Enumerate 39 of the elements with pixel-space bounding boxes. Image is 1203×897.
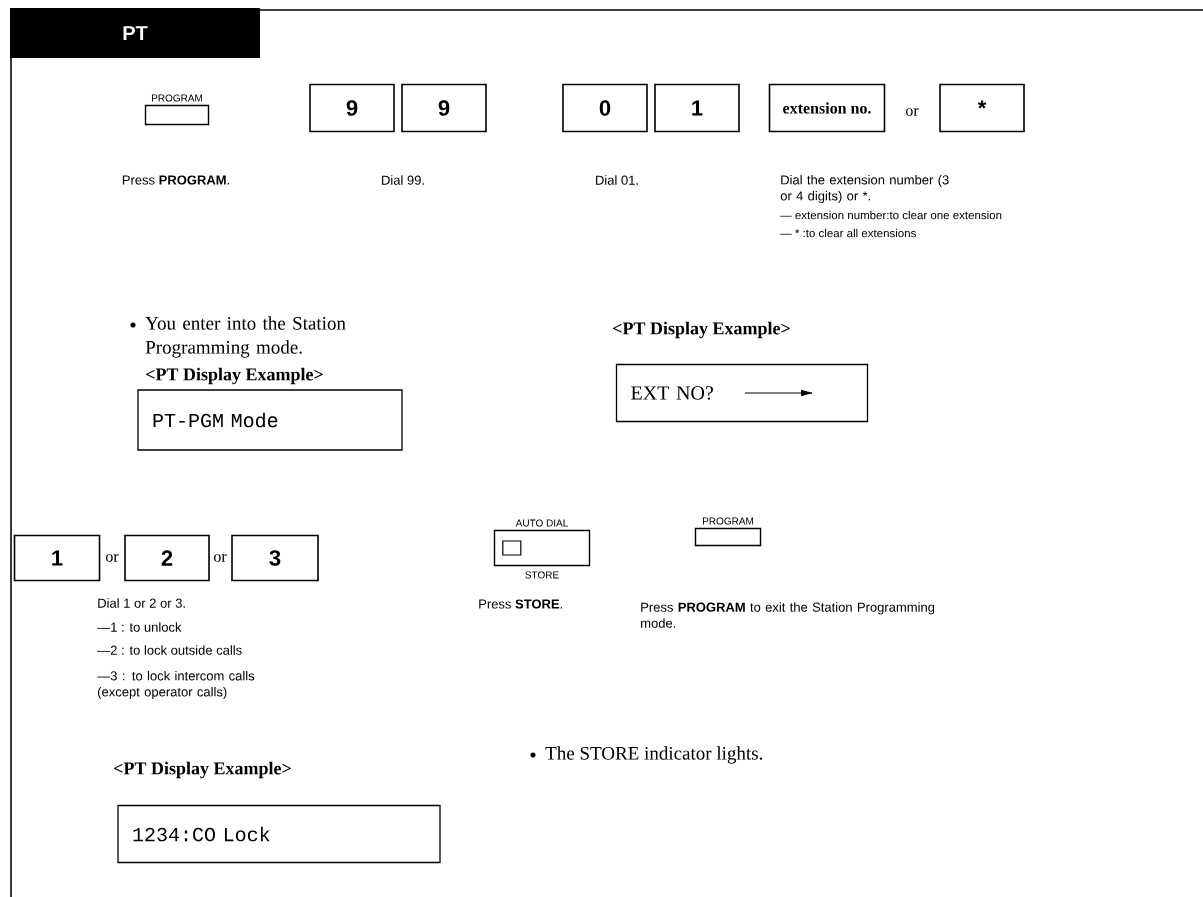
step-text: Dial 01. bbox=[596, 175, 638, 185]
note-text: —3 : to lock intercom calls (except operator calls) bbox=[97, 670, 255, 700]
step-text: Dial 99. bbox=[382, 175, 424, 185]
display-box: EXT NO? bbox=[615, 363, 869, 423]
key-box: 3 bbox=[231, 534, 319, 582]
display-box: 1234:CO Lock bbox=[117, 804, 441, 864]
node-label: AUTO DIAL bbox=[515, 519, 568, 527]
display-heading: <PT Display Example> bbox=[613, 321, 790, 339]
or-text: or bbox=[105, 554, 119, 562]
note-text: — extension number:to clear one extension bbox=[780, 210, 1002, 220]
display-box: PT-PGM Mode bbox=[137, 389, 403, 451]
node-label: STORE bbox=[525, 571, 559, 579]
note-text: The STORE indicator lights. bbox=[545, 746, 763, 764]
key-box: * bbox=[939, 83, 1025, 133]
key-button: PROGRAM bbox=[144, 94, 210, 126]
key-box: 2 bbox=[124, 534, 210, 582]
step-text: Press PROGRAM. bbox=[122, 175, 229, 185]
key-box: 9 bbox=[309, 83, 395, 133]
key-box: 0 bbox=[562, 83, 648, 133]
key-button: AUTO DIAL STORE bbox=[493, 519, 591, 579]
display-heading: <PT Display Example> bbox=[114, 761, 291, 779]
step-text: Press STORE. bbox=[479, 599, 563, 609]
key-box: 9 bbox=[401, 83, 487, 133]
key-box: extension no. bbox=[768, 83, 886, 133]
key-box: 1 bbox=[654, 83, 740, 133]
note-text: You enter into the Station Programming mode. bbox=[145, 316, 346, 358]
note-text: —1 : to unlock bbox=[97, 622, 182, 632]
note-text: — * :to clear all extensions bbox=[780, 228, 916, 238]
step-text: Dial 1 or 2 or 3. bbox=[98, 598, 185, 608]
or-text: or bbox=[213, 554, 227, 562]
note-text: —2 : to lock outside calls bbox=[97, 645, 242, 655]
key-box: 1 bbox=[13, 534, 101, 582]
node-label: PROGRAM bbox=[702, 517, 754, 525]
step-text: Dial the extension number (3 or 4 digits) or *. bbox=[780, 174, 949, 204]
key-button: PROGRAM bbox=[694, 517, 762, 547]
or-text: or bbox=[905, 108, 919, 116]
header-tab: PT bbox=[10, 8, 260, 58]
node-label: PROGRAM bbox=[151, 94, 203, 102]
step-text: Press PROGRAM to exit the Station Programming mode. bbox=[641, 602, 935, 628]
